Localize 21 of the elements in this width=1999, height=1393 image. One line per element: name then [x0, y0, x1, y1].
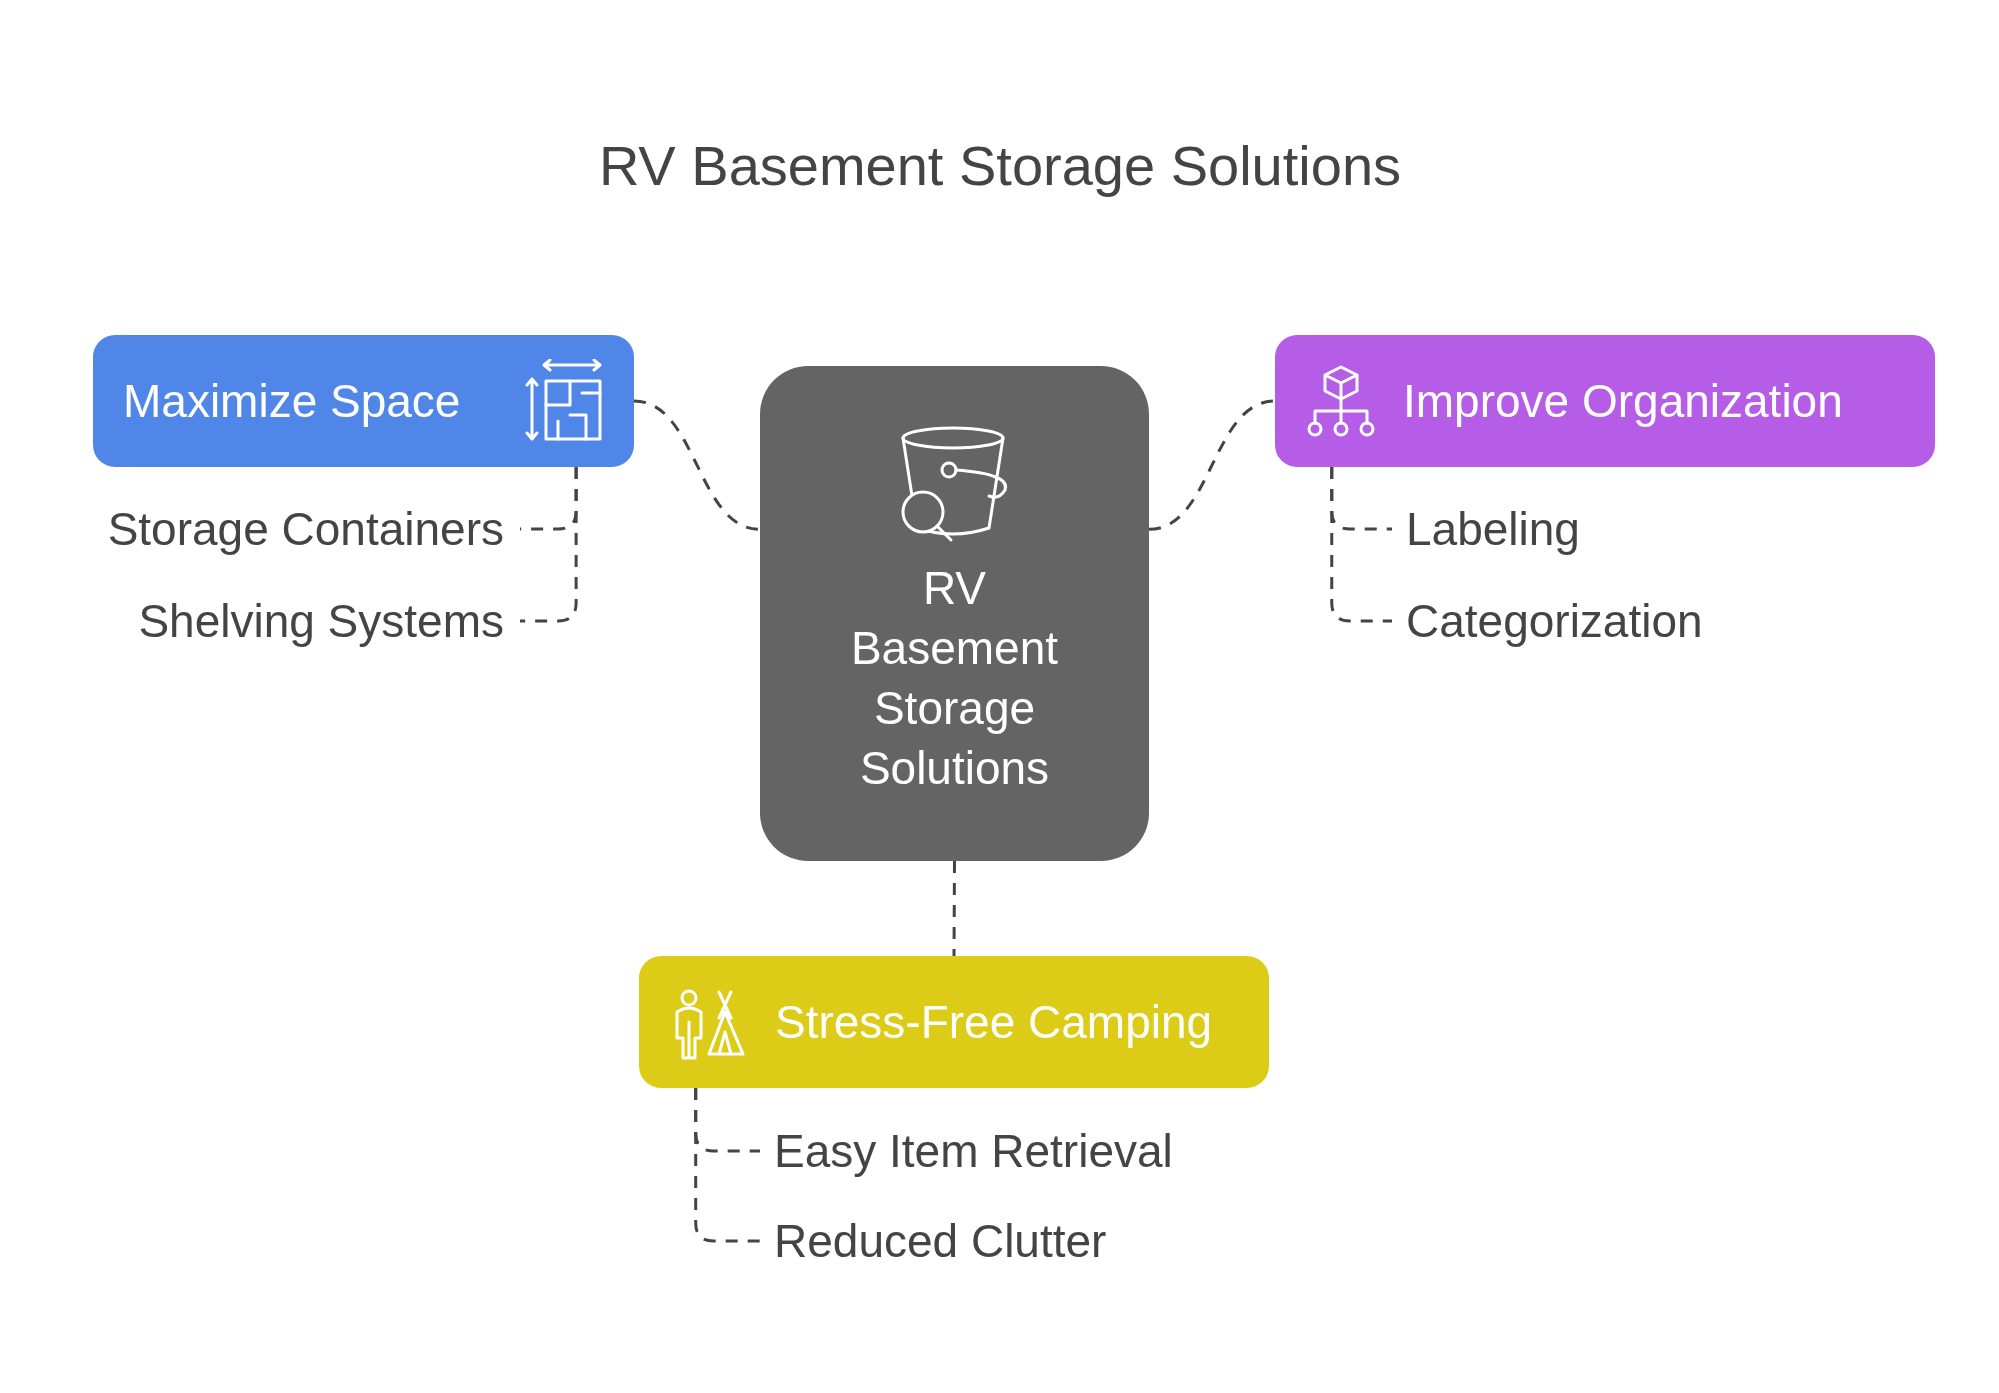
sub-item-text: Reduced Clutter [760, 1211, 1280, 1271]
dashed-connector [520, 467, 578, 623]
diagram-title: RV Basement Storage Solutions [597, 133, 1403, 199]
node-label: Maximize Space [123, 373, 461, 429]
sub-item-text: Categorization [1392, 591, 1832, 651]
sub-item-text: Labeling [1392, 499, 1832, 559]
dashed-connector [694, 1088, 760, 1243]
dashed-connector [1148, 399, 1276, 531]
node-label: Improve Organization [1403, 373, 1843, 429]
category-card [639, 956, 1269, 1088]
node-label: Stress-Free Camping [775, 994, 1213, 1050]
dashed-connector [1330, 467, 1392, 623]
sub-item-text: Shelving Systems [40, 591, 520, 651]
category-card [1275, 335, 1935, 467]
sub-item-text: Easy Item Retrieval [760, 1121, 1280, 1181]
sub-item-text: Storage Containers [40, 499, 520, 559]
category-card [93, 335, 634, 467]
dashed-connector [952, 861, 956, 956]
node-label: RV Basement Storage Solutions [850, 562, 1059, 794]
central-topic-card [760, 366, 1149, 861]
dashed-connector [633, 399, 761, 531]
